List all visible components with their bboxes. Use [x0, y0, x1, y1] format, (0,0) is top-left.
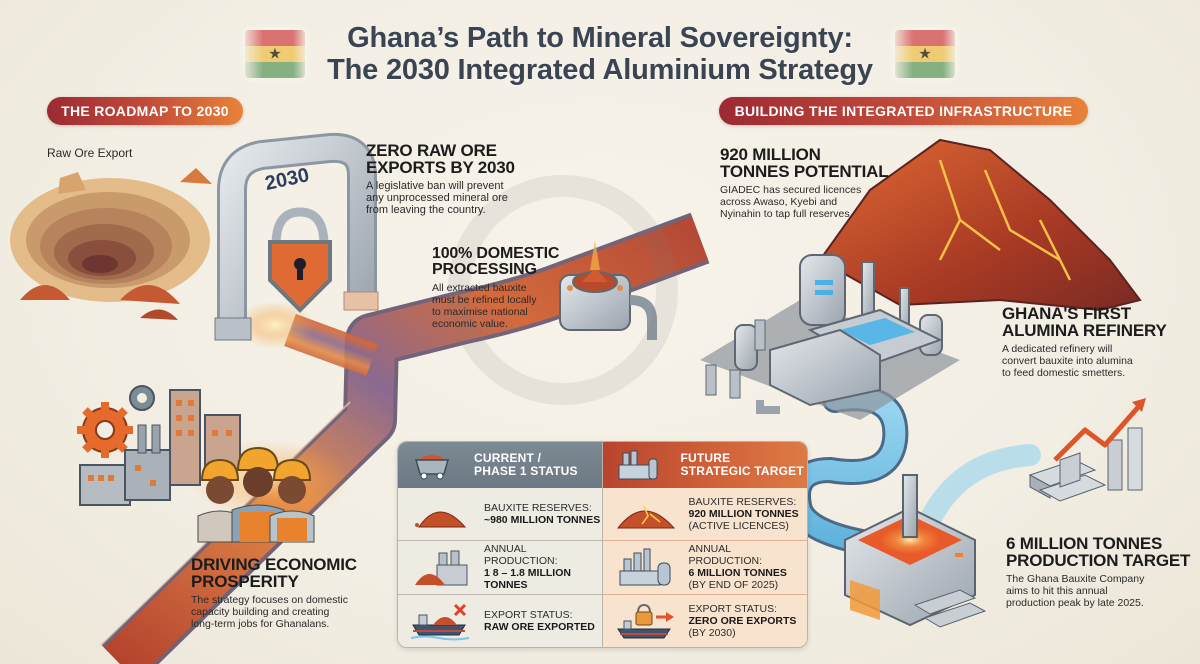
open-pit-mine-icon: [10, 168, 212, 302]
row-value: ~980 MILLION TONNES: [484, 514, 601, 527]
refinery-plant-icon: [618, 450, 657, 480]
row-note: (ACTIVE LICENCES): [688, 520, 789, 533]
current-status-header: CURRENT / PHASE 1 STATUS: [398, 442, 602, 488]
target-desc: production peak by late 2025.: [1006, 597, 1144, 609]
zero-exports-block: ZERO RAW ORE EXPORTS BY 2030 A legislati…: [366, 142, 586, 216]
processing-desc: economic value.: [432, 318, 508, 330]
workers-icon: [197, 446, 315, 543]
zero-exports-title-2: EXPORTS BY 2030: [366, 158, 515, 177]
refinery-icon: [700, 254, 960, 420]
table-row: EXPORT STATUS: RAW ORE EXPORTED: [398, 595, 602, 647]
current-header-line-2: PHASE 1 STATUS: [474, 464, 578, 478]
future-target-column: FUTURE STRATEGIC TARGET BAUXITE RESERVES…: [602, 442, 808, 647]
ingots-growth-icon: [1028, 398, 1146, 502]
processing-title-1: 100% DOMESTIC: [432, 245, 560, 262]
refinery-desc: convert bauxite into alumina: [1002, 355, 1133, 367]
row-label: EXPORT STATUS:: [688, 602, 778, 615]
prosperity-title-1: DRIVING ECONOMIC: [191, 555, 357, 574]
prosperity-block: DRIVING ECONOMIC PROSPERITY The strategy…: [191, 556, 401, 630]
row-label: ANNUAL PRODUCTION:: [484, 543, 558, 568]
table-row: BAUXITE RESERVES: ~980 MILLION TONNES: [398, 488, 602, 542]
table-row: EXPORT STATUS: ZERO ORE EXPORTS (BY 2030…: [603, 595, 808, 647]
title-line-1: Ghana’s Path to Mineral Sovereignty:: [347, 22, 853, 54]
section-pill-roadmap: THE ROADMAP TO 2030: [47, 97, 243, 125]
ghana-flag-icon-right: ★: [895, 30, 955, 78]
future-target-header: FUTURE STRATEGIC TARGET: [602, 442, 807, 488]
target-title-2: PRODUCTION TARGET: [1006, 551, 1191, 570]
row-label: BAUXITE RESERVES:: [688, 496, 797, 509]
processing-title-2: PROCESSING: [432, 261, 537, 278]
zero-exports-title-1: ZERO RAW ORE: [366, 141, 497, 160]
potential-desc: GIADEC has secured licences: [720, 184, 862, 196]
row-label: BAUXITE RESERVES:: [484, 502, 592, 515]
target-block: 6 MILLION TONNES PRODUCTION TARGET The G…: [1006, 535, 1200, 609]
title-line-2: The 2030 Integrated Aluminium Strategy: [327, 54, 873, 86]
row-value: ZERO ORE EXPORTS: [688, 614, 797, 627]
prosperity-title-2: PROSPERITY: [191, 572, 299, 591]
refinery-desc: to feed domestic smetters.: [1002, 367, 1126, 379]
potential-desc: Nyinahin to tap full reserves.: [720, 208, 853, 220]
prosperity-desc: The strategy focuses on domestic: [191, 594, 348, 606]
row-value: RAW ORE EXPORTED: [484, 620, 595, 633]
target-desc: aims to hit this annual: [1006, 585, 1108, 597]
section-pill-infrastructure: BUILDING THE INTEGRATED INFRASTRUCTURE: [719, 97, 1088, 125]
row-label: EXPORT STATUS:: [484, 608, 573, 621]
processing-desc: All extracted bauxite: [432, 282, 527, 294]
prosperity-desc: capacity building and creating: [191, 606, 330, 618]
processing-unit-icon: [559, 240, 657, 340]
row-note: (BY END OF 2025): [688, 579, 779, 592]
row-value: 6 MILLION TONNES: [688, 567, 787, 580]
prosperity-desc: long-term jobs for Ghanalans.: [191, 618, 330, 630]
refinery-icon: [619, 548, 670, 586]
domestic-processing-block: 100% DOMESTIC PROCESSING All extracted b…: [432, 245, 602, 331]
bauxite-pile-icon: [415, 511, 467, 528]
current-header-line-1: CURRENT /: [474, 451, 542, 465]
row-note: (BY 2030): [688, 626, 736, 639]
refinery-block: GHANA'S FIRST ALUMINA REFINERY A dedicat…: [1002, 305, 1197, 379]
table-row: ANNUAL PRODUCTION: 1 8 – 1.8 MILLION TON…: [398, 541, 602, 595]
factory-ore-icon: [415, 550, 468, 586]
mine-cart-icon: [415, 455, 449, 480]
ship-lock-icon: [616, 603, 674, 639]
gears-factories-icon: [77, 385, 241, 506]
table-row: ANNUAL PRODUCTION: 6 MILLION TONNES (BY …: [602, 541, 807, 595]
potential-desc: across Awaso, Kyebi and: [720, 196, 838, 208]
processing-desc: must be refined locally: [432, 294, 537, 306]
current-status-column: CURRENT / PHASE 1 STATUS BAUXITE RESERVE…: [398, 442, 603, 647]
future-header-line-1: FUTURE: [680, 451, 731, 465]
potential-title-2: TONNES POTENTIAL: [720, 162, 889, 181]
comparison-table: CURRENT / PHASE 1 STATUS BAUXITE RESERVE…: [397, 441, 808, 648]
glowing-bauxite-icon: [616, 505, 675, 529]
zero-exports-desc: A legislative ban will prevent: [366, 180, 504, 192]
zero-exports-desc: any unprocessed mineral ore: [366, 192, 508, 204]
future-header-line-2: STRATEGIC TARGET: [680, 464, 804, 478]
bauxite-mountain-icon: [818, 138, 1142, 312]
refinery-title-2: ALUMINA REFINERY: [1002, 321, 1167, 340]
table-row: BAUXITE RESERVES: 920 MILLION TONNES (AC…: [602, 488, 807, 542]
refinery-desc: A dedicated refinery will: [1002, 343, 1113, 355]
ship-ore-x-icon: [410, 603, 470, 641]
processing-desc: to maximise national: [432, 306, 528, 318]
ghana-flag-icon-left: ★: [245, 30, 305, 78]
row-label: ANNUAL PRODUCTION:: [688, 543, 763, 568]
row-value: 920 MILLION TONNES: [688, 508, 799, 521]
raw-ore-label: Raw Ore Export: [47, 146, 133, 160]
target-title-1: 6 MILLION TONNES: [1006, 534, 1163, 553]
refinery-title-1: GHANA'S FIRST: [1002, 304, 1131, 323]
potential-title-1: 920 MILLION: [720, 145, 821, 164]
smelter-icon: [844, 474, 987, 628]
zero-exports-desc: from leaving the country.: [366, 204, 486, 216]
page-title: Ghana’s Path to Mineral Sovereignty: The…: [0, 22, 1200, 86]
row-value: 1 8 – 1.8 MILLION TONNES: [484, 567, 571, 592]
target-desc: The Ghana Bauxite Company: [1006, 573, 1145, 585]
potential-block: 920 MILLION TONNES POTENTIAL GIADEC has …: [720, 146, 920, 220]
2030-gate-icon: 2030: [214, 132, 379, 341]
